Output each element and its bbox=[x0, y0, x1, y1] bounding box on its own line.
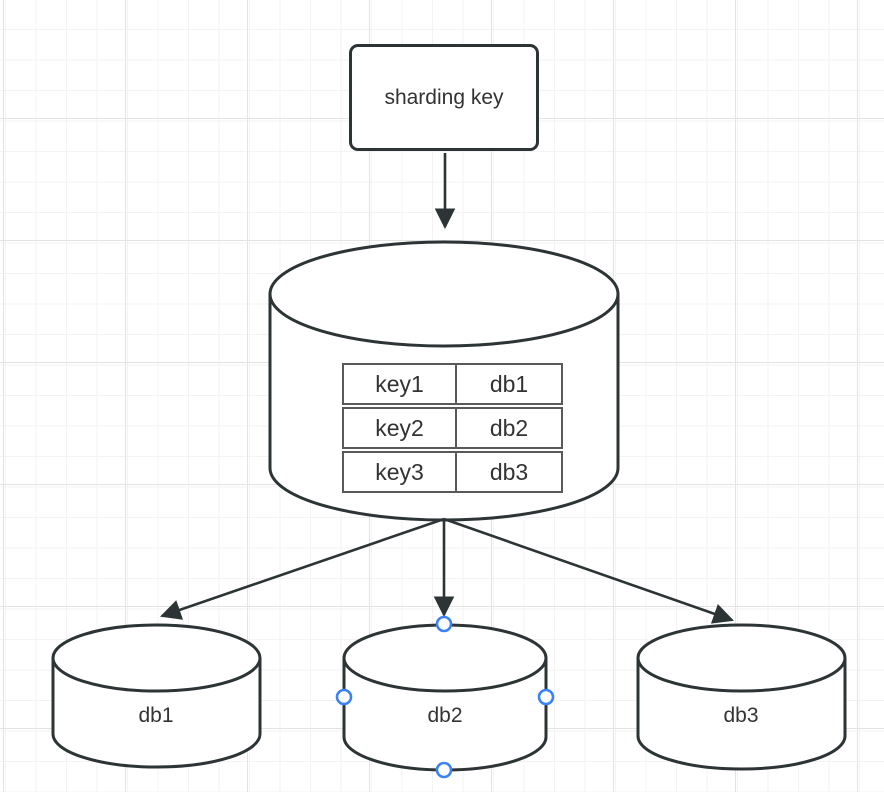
db1-cylinder-shape[interactable] bbox=[51, 623, 262, 769]
db2-connection-handle-bottom[interactable] bbox=[435, 761, 453, 779]
table-cell-key: key1 bbox=[375, 370, 424, 397]
table-row[interactable]: key1 db1 bbox=[342, 363, 563, 405]
db2-cylinder-shape[interactable] bbox=[342, 623, 548, 772]
table-row[interactable]: key3 db3 bbox=[342, 451, 563, 493]
db3-cylinder-top[interactable] bbox=[636, 623, 847, 693]
sharding-key-node[interactable]: sharding key bbox=[349, 44, 539, 151]
table-cell-key: key3 bbox=[375, 458, 424, 485]
db1-cylinder-top[interactable] bbox=[51, 623, 262, 693]
table-cell-value: db1 bbox=[455, 365, 561, 403]
table-cell-key: key2 bbox=[375, 414, 424, 441]
mapping-table[interactable]: key1 db1 key2 db2 key3 db3 bbox=[342, 363, 563, 493]
db2-connection-handle-left[interactable] bbox=[335, 688, 353, 706]
table-row[interactable]: key2 db2 bbox=[342, 407, 563, 449]
edge-mapping-to-db3[interactable] bbox=[443, 517, 734, 624]
db2-cylinder-top[interactable] bbox=[342, 623, 548, 693]
db3-cylinder-shape[interactable] bbox=[636, 623, 847, 771]
table-cell-value: db3 bbox=[455, 453, 561, 491]
table-cell-value: db2 bbox=[455, 409, 561, 447]
edge-mapping-to-db1[interactable] bbox=[160, 517, 445, 620]
db2-connection-handle-right[interactable] bbox=[537, 688, 555, 706]
mapping-cylinder-top[interactable] bbox=[268, 240, 620, 348]
sharding-key-label: sharding key bbox=[384, 85, 504, 109]
db2-connection-handle-top[interactable] bbox=[435, 615, 453, 633]
